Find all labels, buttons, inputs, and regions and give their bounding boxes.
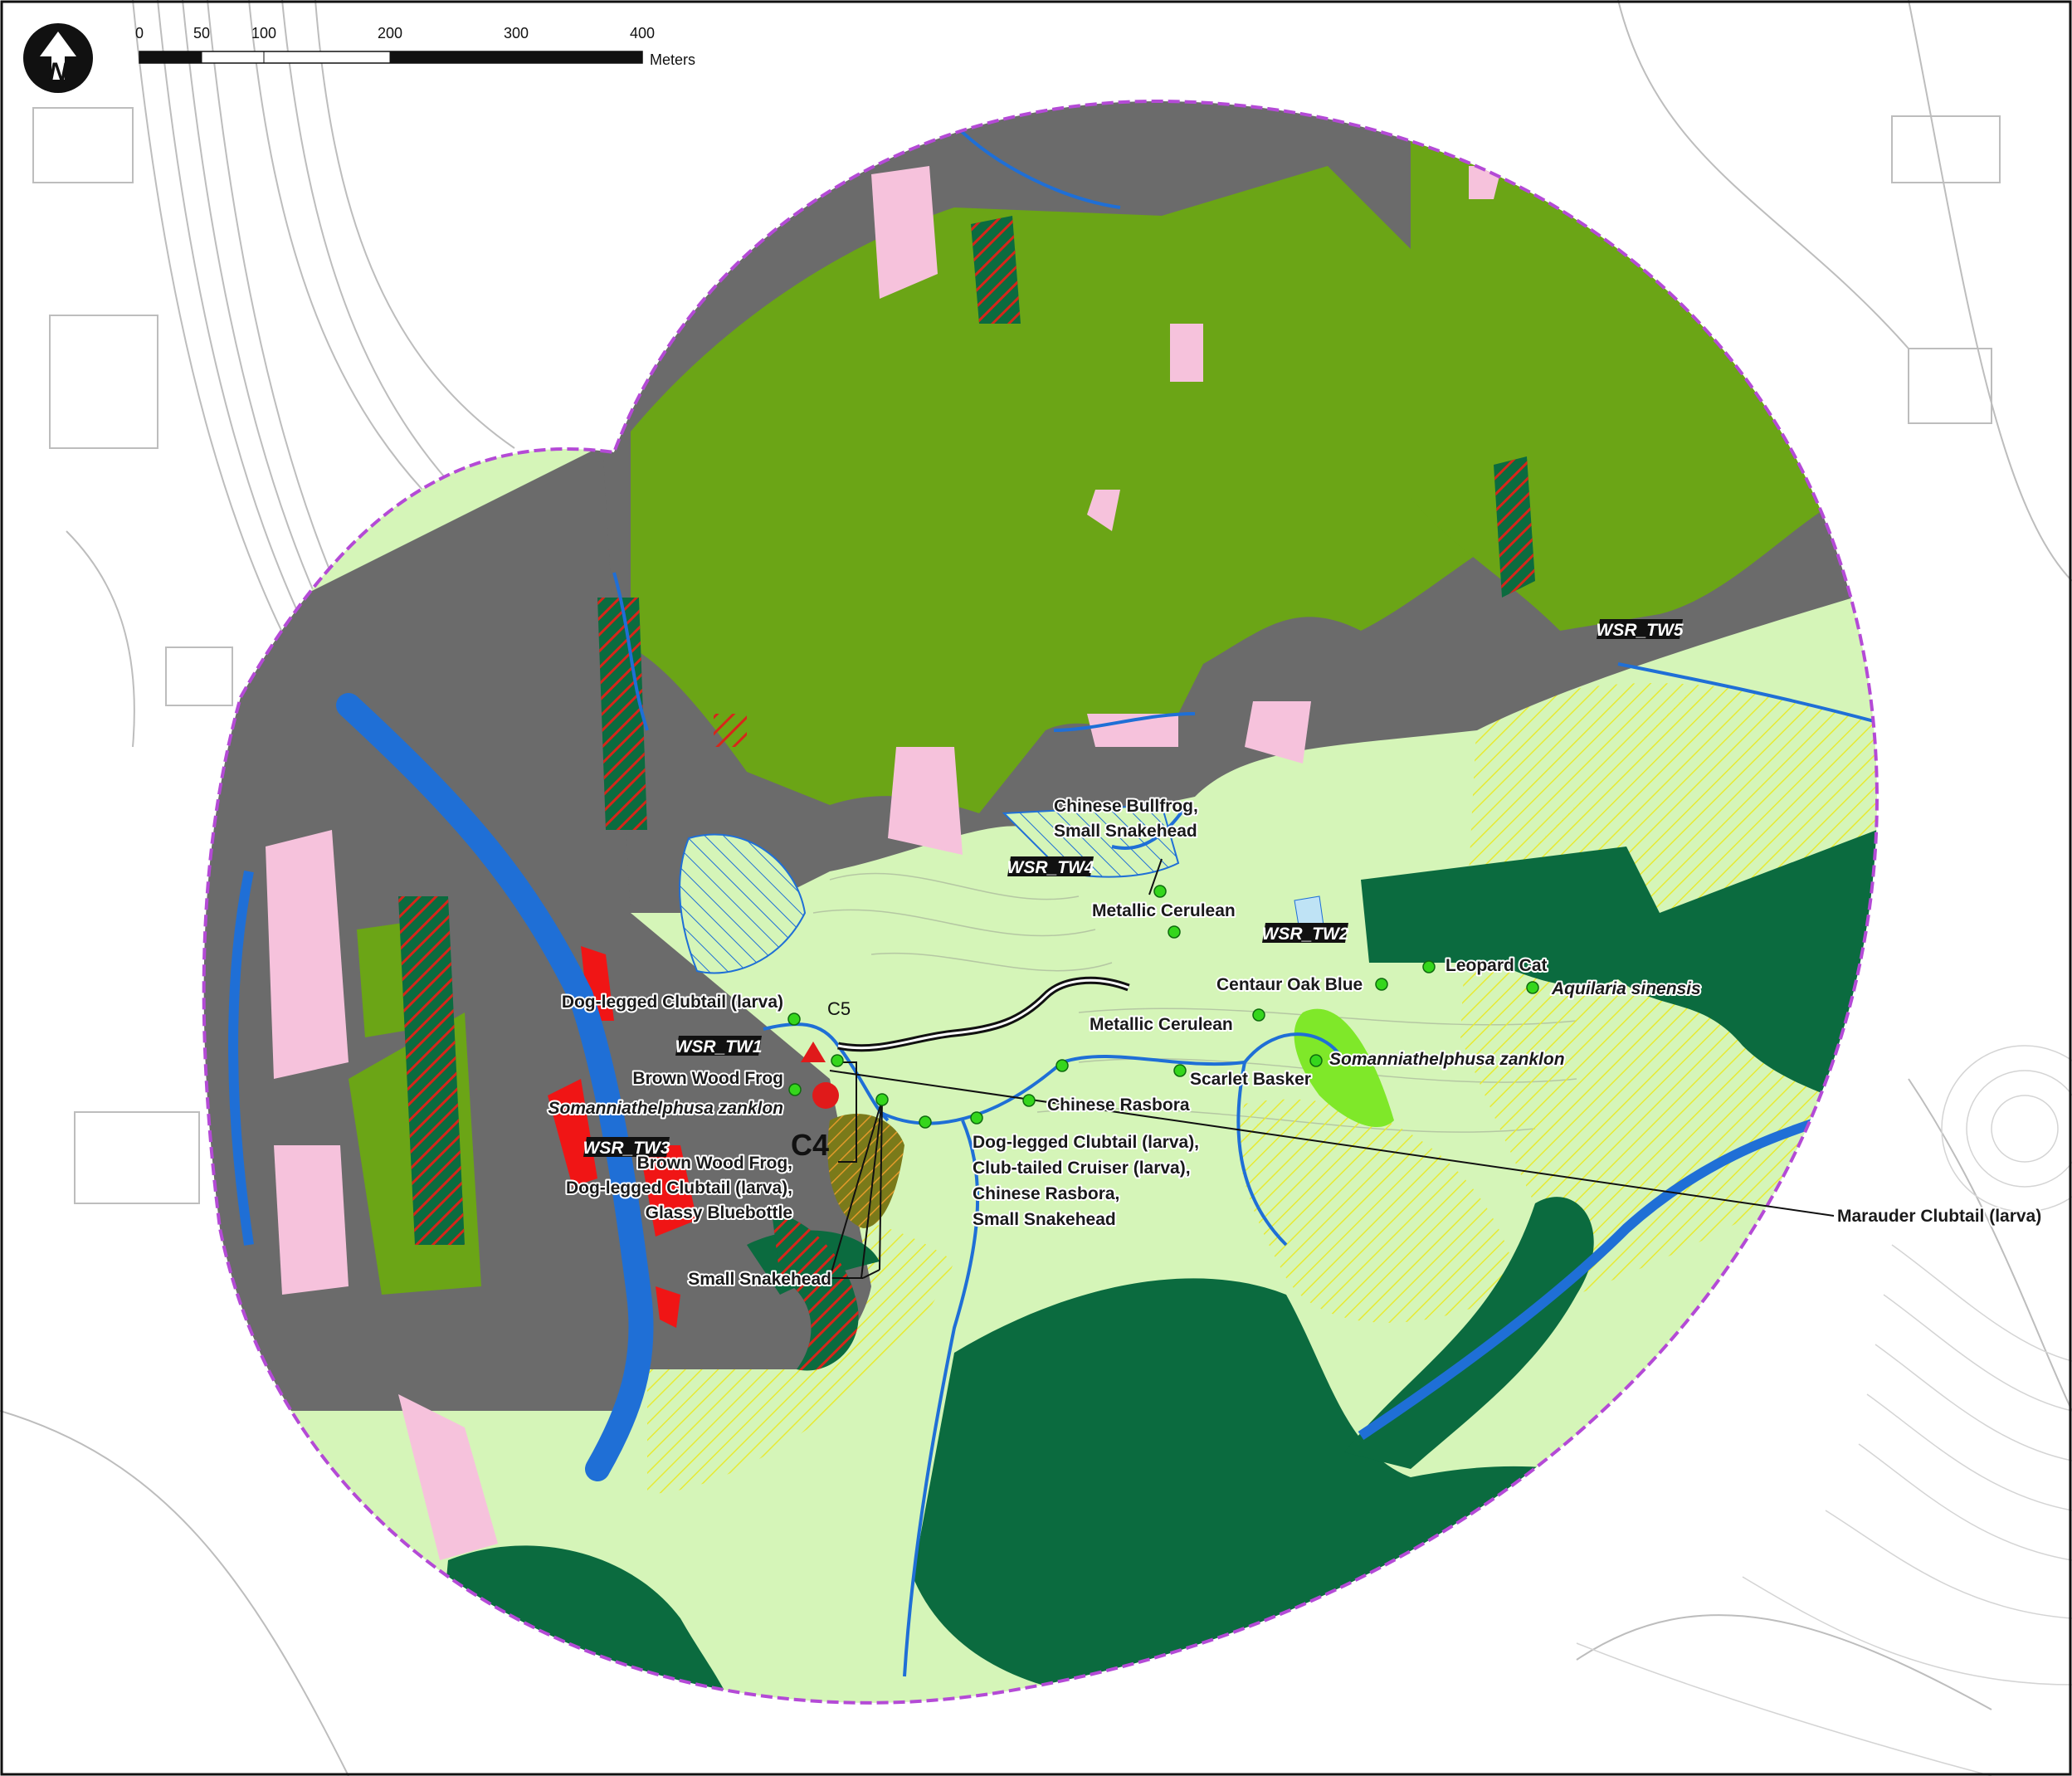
orchard-3	[1087, 714, 1178, 747]
label-dog-legged-clubtail: Dog-legged Clubtail (larva)	[562, 993, 783, 1012]
c5-marker-icon[interactable]	[801, 1042, 826, 1062]
hatch-patch-3	[597, 598, 647, 830]
label-bullfrog-2: Small Snakehead	[1054, 822, 1197, 841]
label-centaur-oak-blue: Centaur Oak Blue	[1216, 975, 1363, 994]
woodland-east	[1361, 830, 1877, 1112]
scale-tick-0: 0	[135, 25, 144, 41]
hatch-patch-5	[772, 1212, 859, 1371]
label-brown-wood-frog-2: Brown Wood Frog,	[637, 1154, 792, 1173]
species-point[interactable]	[875, 1093, 889, 1106]
scale-tick-50: 50	[193, 25, 210, 41]
species-point[interactable]	[1168, 925, 1181, 939]
orchard-1	[871, 166, 938, 299]
label-dog-legged-clubtail-2: Dog-legged Clubtail (larva),	[566, 1178, 792, 1198]
station-tw4[interactable]: WSR_TW4	[1007, 856, 1095, 877]
hatch-patch-1	[1494, 456, 1535, 598]
label-metallic-cerulean-south: Metallic Cerulean	[1090, 1015, 1233, 1034]
species-point[interactable]	[1422, 960, 1436, 973]
scale-bar: 0 50 100 200 300 400 Meters	[135, 25, 695, 68]
contour-hatching	[1576, 1045, 2072, 1776]
orchard-9	[274, 1145, 349, 1295]
orchard-6	[1087, 490, 1120, 531]
label-metallic-cerulean-north: Metallic Cerulean	[1092, 901, 1236, 920]
species-point[interactable]	[1153, 885, 1167, 898]
leader-lines	[829, 858, 1835, 1279]
habitat-layer	[203, 100, 1877, 1703]
label-multi-2: Club-tailed Cruiser (larva),	[973, 1159, 1191, 1178]
species-points	[787, 885, 1539, 1129]
species-point[interactable]	[1526, 981, 1539, 994]
species-point[interactable]	[1056, 1059, 1069, 1072]
station-tw1[interactable]: WSR_TW1	[675, 1036, 763, 1056]
species-point[interactable]	[788, 1083, 802, 1096]
c4-label: C4	[791, 1128, 829, 1162]
species-point[interactable]	[1309, 1054, 1323, 1067]
c5-label: C5	[827, 998, 851, 1019]
hatch-patch-2	[971, 216, 1021, 324]
marsh-3	[639, 1145, 697, 1237]
svg-text:WSR_TW2: WSR_TW2	[1262, 925, 1349, 944]
scale-tick-100: 100	[251, 25, 276, 41]
label-somanniathelphusa-west: Somanniathelphusa zanklon	[548, 1099, 783, 1118]
channel-west-secondary	[228, 870, 254, 1246]
species-point[interactable]	[1173, 1064, 1187, 1077]
pond-small	[1294, 895, 1324, 926]
c4-marker-icon[interactable]	[812, 1082, 839, 1109]
label-aquilaria: Aquilaria sinensis	[1551, 979, 1701, 998]
svg-text:WSR_TW1: WSR_TW1	[675, 1037, 763, 1056]
species-point[interactable]	[831, 1054, 844, 1067]
station-tw2[interactable]: WSR_TW2	[1262, 923, 1349, 944]
orchard-10	[398, 1394, 498, 1560]
plantation-west-small	[357, 921, 415, 1037]
label-glassy-bluebottle: Glassy Bluebottle	[646, 1203, 792, 1222]
species-point[interactable]	[787, 1012, 801, 1026]
station-tw5[interactable]: WSR_TW5	[1597, 619, 1684, 640]
olive-patch-hatch	[827, 1113, 904, 1228]
label-brown-wood-frog: Brown Wood Frog	[632, 1069, 783, 1088]
label-multi-4: Small Snakehead	[973, 1210, 1116, 1229]
svg-text:WSR_TW3: WSR_TW3	[583, 1139, 670, 1158]
orchard-2	[888, 747, 963, 855]
station-tw3[interactable]: WSR_TW3	[583, 1137, 670, 1158]
channel-main-west	[336, 693, 654, 1481]
north-arrow-icon: N	[23, 23, 93, 93]
svg-text:WSR_TW4: WSR_TW4	[1007, 858, 1095, 877]
label-scarlet-basker: Scarlet Basker	[1190, 1070, 1311, 1089]
label-somanniathelphusa-east: Somanniathelphusa zanklon	[1329, 1050, 1565, 1069]
north-label: N	[49, 58, 68, 85]
species-point[interactable]	[919, 1115, 932, 1129]
label-multi-1: Dog-legged Clubtail (larva),	[973, 1133, 1199, 1152]
hatched-grassland-central	[1238, 1099, 1519, 1323]
label-multi-3: Chinese Rasbora,	[973, 1184, 1119, 1203]
scale-tick-300: 300	[504, 25, 529, 41]
marsh-4	[656, 1286, 680, 1328]
orchard-5	[1170, 324, 1203, 382]
orchard-8	[266, 830, 349, 1079]
hatch-patch-6	[714, 714, 747, 747]
label-small-snakehead: Small Snakehead	[688, 1270, 831, 1289]
svg-text:WSR_TW5: WSR_TW5	[1597, 621, 1684, 640]
species-point[interactable]	[1375, 978, 1388, 991]
species-point[interactable]	[970, 1111, 983, 1125]
species-point[interactable]	[1252, 1008, 1265, 1022]
hatch-patch-4	[398, 896, 465, 1245]
scale-unit: Meters	[650, 51, 695, 68]
marsh-2	[548, 1079, 597, 1187]
project-alignment-inner	[837, 978, 1129, 1050]
species-point[interactable]	[1022, 1094, 1036, 1107]
pond-west	[679, 833, 807, 974]
assessment-boundary	[202, 99, 1879, 1705]
label-chinese-rasbora: Chinese Rasbora	[1047, 1095, 1190, 1115]
scale-tick-400: 400	[630, 25, 655, 41]
orchard-4	[1245, 701, 1311, 764]
label-leopard-cat: Leopard Cat	[1446, 956, 1548, 975]
scale-tick-200: 200	[378, 25, 402, 41]
channel-southeast	[1358, 1099, 1877, 1440]
label-bullfrog-1: Chinese Bullfrog,	[1054, 797, 1198, 816]
label-marauder-clubtail: Marauder Clubtail (larva)	[1837, 1207, 2041, 1226]
